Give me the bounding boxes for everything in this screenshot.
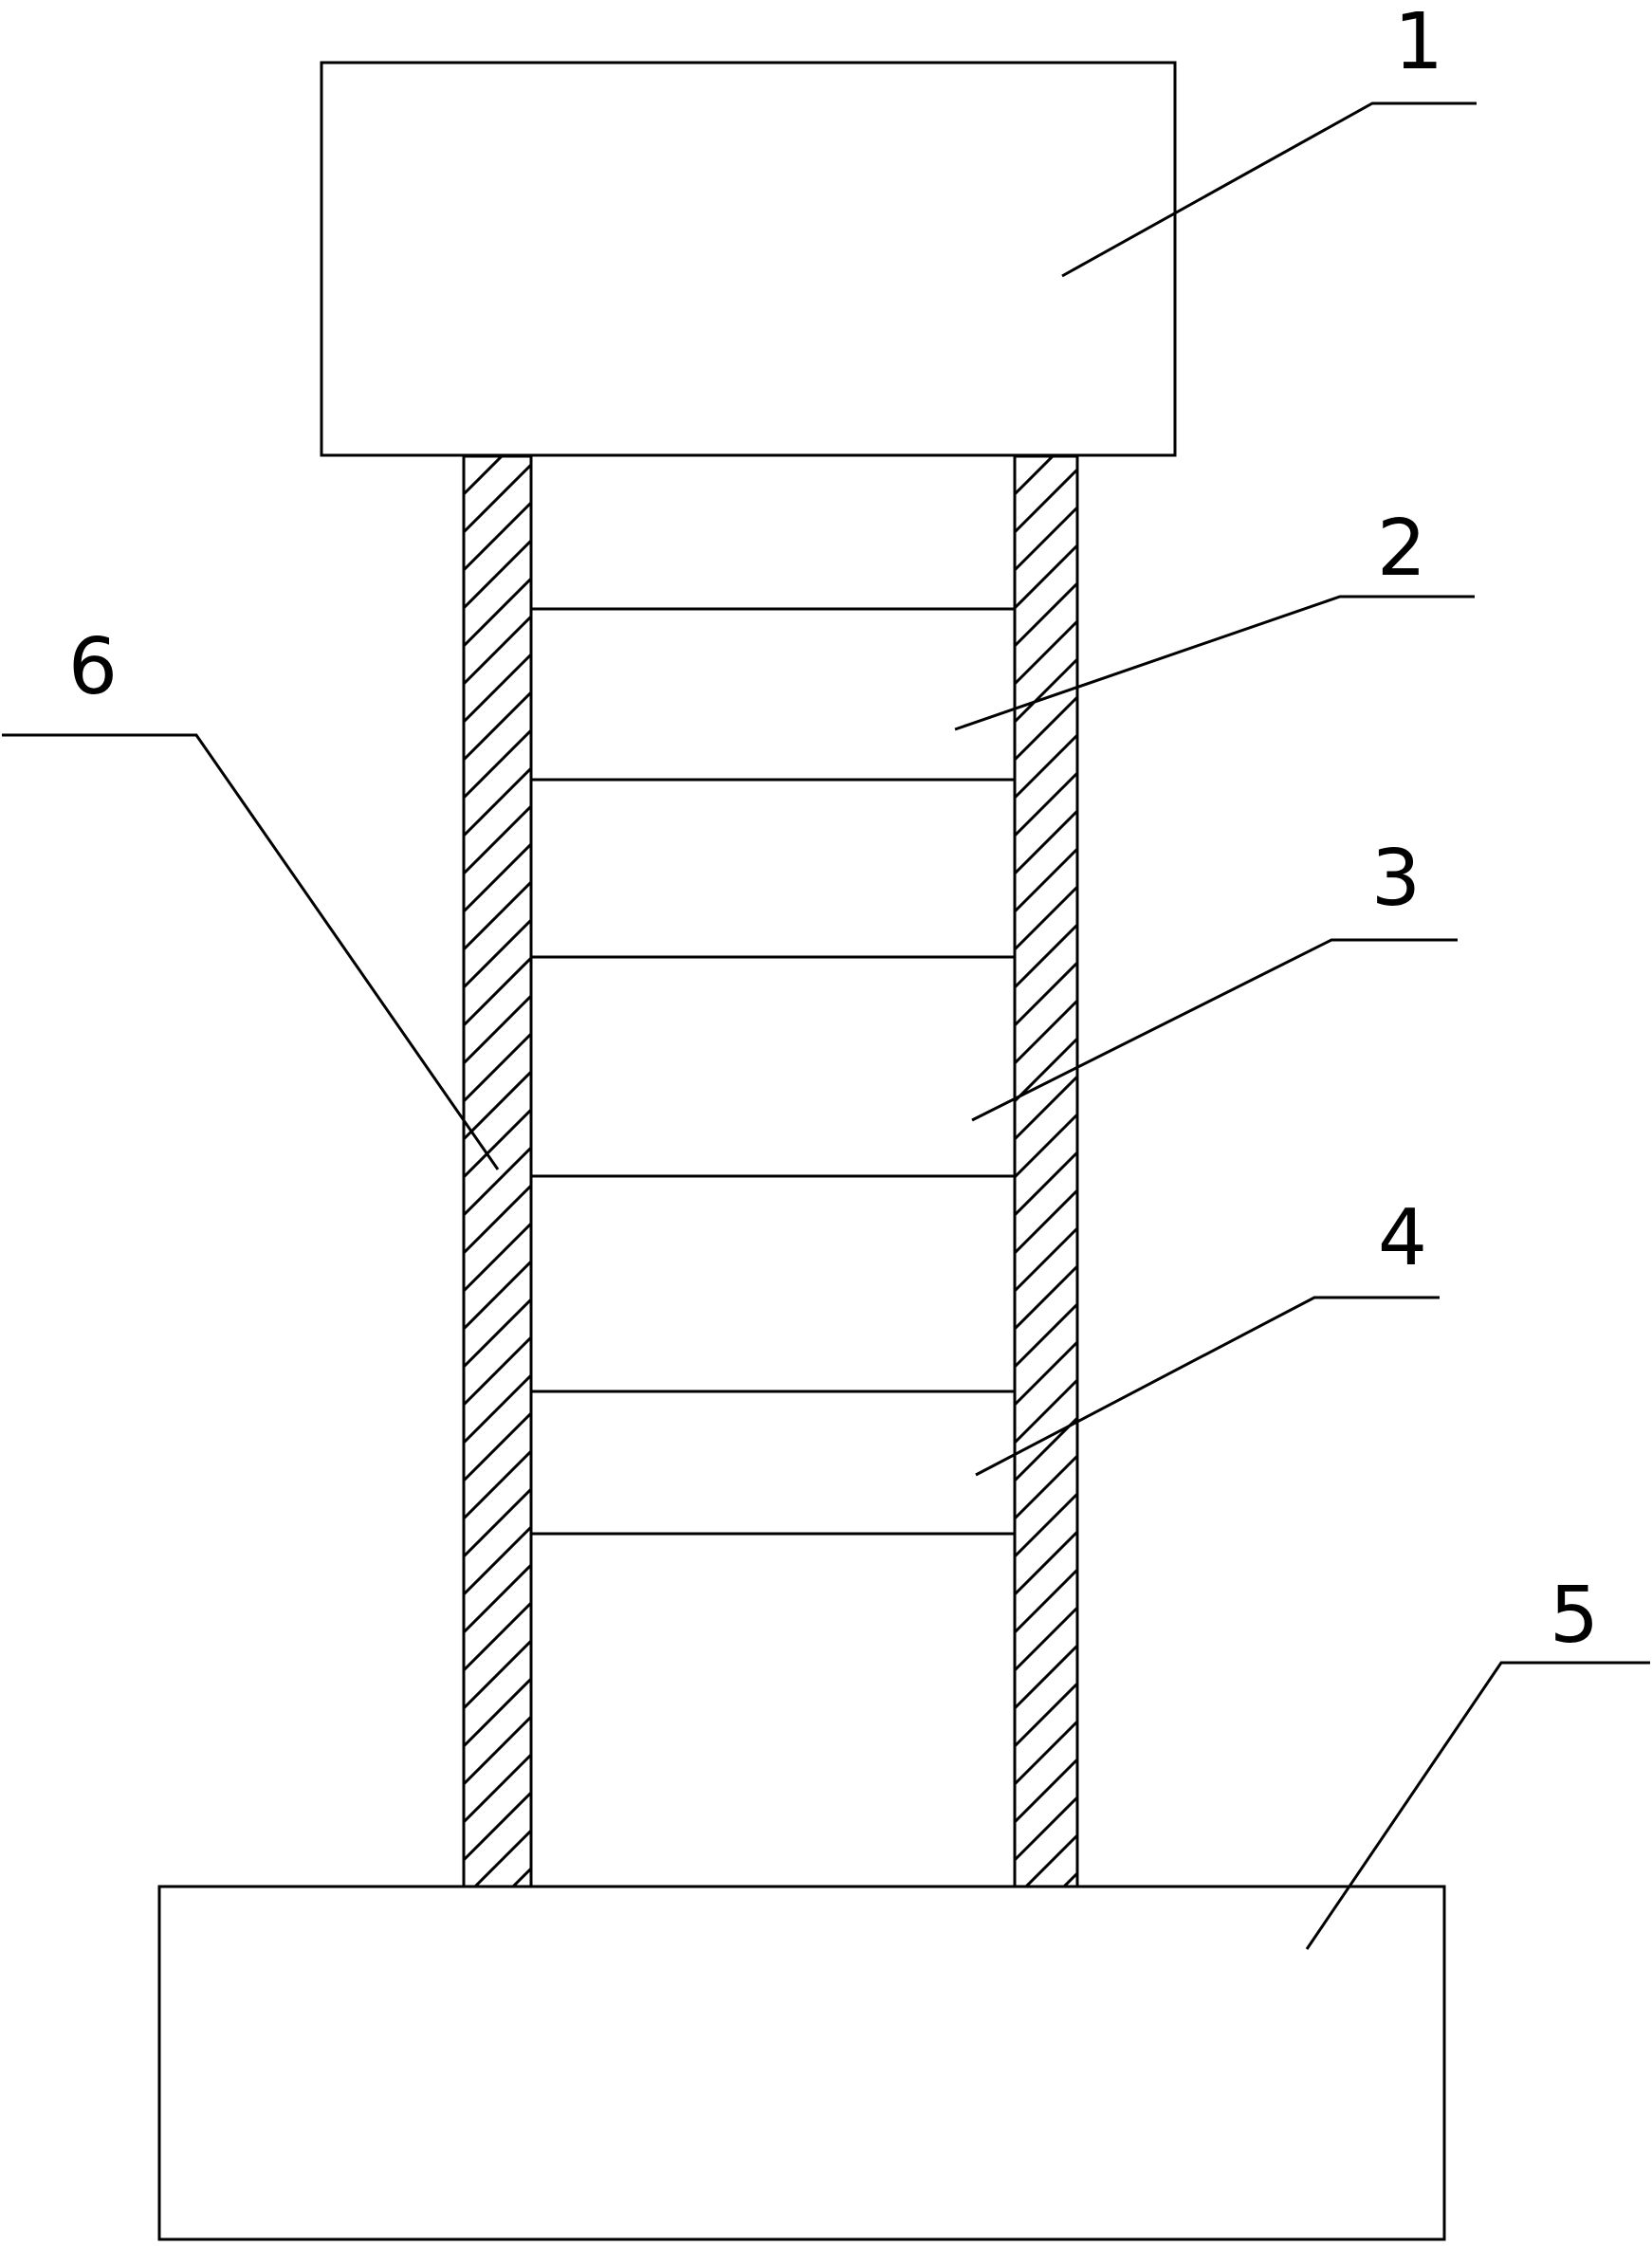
label-part-1: 1 <box>1394 0 1443 87</box>
hatch-line <box>1015 619 1077 686</box>
hatch-line <box>464 1222 531 1293</box>
top-block <box>320 61 1177 457</box>
right-wall <box>1013 454 1079 1888</box>
hatch-line <box>1015 1454 1077 1520</box>
hatch-line <box>464 463 531 534</box>
hatch-line <box>1015 1378 1077 1445</box>
hatch-line <box>464 539 531 610</box>
hatch-line <box>464 994 531 1065</box>
hatch-line <box>464 1487 531 1558</box>
hatch-line <box>464 956 531 1027</box>
hatch-line <box>464 615 531 686</box>
hatch-line <box>472 1829 531 1887</box>
hatch-line <box>464 1411 531 1482</box>
hatch-line <box>1015 1264 1077 1331</box>
hatch-line <box>1015 1606 1077 1672</box>
hatch-line <box>464 1335 531 1407</box>
hatch-line <box>1015 1188 1077 1255</box>
hatch-line <box>1015 1758 1077 1824</box>
leader-line-5 <box>1305 1661 1650 1950</box>
hatch-line <box>1015 1302 1077 1369</box>
hatch-line <box>464 918 531 989</box>
hatch-line <box>1015 733 1077 800</box>
hatch-line <box>464 1601 531 1672</box>
hatch-line <box>1015 1795 1077 1862</box>
hatch-line <box>510 1867 531 1887</box>
hatch-line <box>1061 1871 1077 1887</box>
hatch-line <box>464 690 531 762</box>
hatch-line <box>1015 1682 1077 1748</box>
hatch-line <box>1015 1113 1077 1179</box>
hatch-line <box>464 1298 531 1369</box>
hatch-line <box>1015 809 1077 875</box>
hatch-line <box>1015 506 1077 572</box>
hatch-line <box>464 456 505 496</box>
hatch-line <box>1015 581 1077 648</box>
hatch-line <box>1015 1037 1077 1103</box>
hatch-line <box>464 1449 531 1520</box>
label-part-2: 2 <box>1377 504 1426 594</box>
hatch-line <box>464 1753 531 1824</box>
hatch-line <box>464 1373 531 1445</box>
hatch-line <box>1015 1492 1077 1558</box>
label-part-6: 6 <box>68 622 118 712</box>
label-part-3: 3 <box>1371 834 1421 924</box>
leader-line-4 <box>975 1296 1440 1477</box>
hatch-line <box>464 1032 531 1103</box>
hatch-line <box>1015 1530 1077 1596</box>
hatch-line <box>1015 1568 1077 1634</box>
hatch-line <box>1015 695 1077 762</box>
hatch-line <box>464 1184 531 1255</box>
hatch-line <box>464 728 531 800</box>
hatch-line <box>1015 1720 1077 1786</box>
hatch-line <box>464 1525 531 1596</box>
hatch-line <box>464 1677 531 1748</box>
hatch-line <box>1015 885 1077 951</box>
hatch-line <box>1015 923 1077 989</box>
hatch-line <box>1015 1151 1077 1217</box>
hatch-line <box>1015 468 1077 534</box>
hatch-line <box>1015 543 1077 610</box>
hatch-line <box>1015 456 1055 496</box>
leader-line-2 <box>954 595 1475 731</box>
hatch-line <box>1015 1226 1077 1293</box>
hatch-line <box>464 842 531 913</box>
hatch-line <box>464 880 531 951</box>
label-part-4: 4 <box>1378 1193 1427 1283</box>
hatch-line <box>464 766 531 838</box>
hatch-line <box>464 577 531 648</box>
hatch-line <box>1015 771 1077 838</box>
hatch-line <box>464 501 531 572</box>
hatch-line <box>464 1791 531 1862</box>
hatch-line <box>464 1070 531 1141</box>
hatch-line <box>1015 999 1077 1065</box>
hatch-line <box>1015 1340 1077 1407</box>
hatch-line <box>464 1563 531 1634</box>
base-block <box>157 1885 1446 2241</box>
hatch-line <box>464 1108 531 1179</box>
hatch-line <box>464 1715 531 1786</box>
hatch-line <box>1015 657 1077 724</box>
hatch-line <box>1015 1075 1077 1141</box>
hatch-line <box>1023 1833 1077 1887</box>
hatch-line <box>464 804 531 875</box>
hatch-line <box>464 1146 531 1217</box>
hatch-line <box>464 1639 531 1710</box>
hatch-line <box>1015 961 1077 1027</box>
left-wall <box>462 454 533 1888</box>
hatch-line <box>1015 1644 1077 1710</box>
hatch-line <box>464 1260 531 1331</box>
hatch-line <box>1015 847 1077 913</box>
hatch-line <box>464 653 531 724</box>
leader-line-1 <box>1061 101 1477 278</box>
label-part-5: 5 <box>1550 1571 1599 1661</box>
leader-line-6 <box>2 733 500 1170</box>
leader-line-3 <box>971 938 1458 1122</box>
